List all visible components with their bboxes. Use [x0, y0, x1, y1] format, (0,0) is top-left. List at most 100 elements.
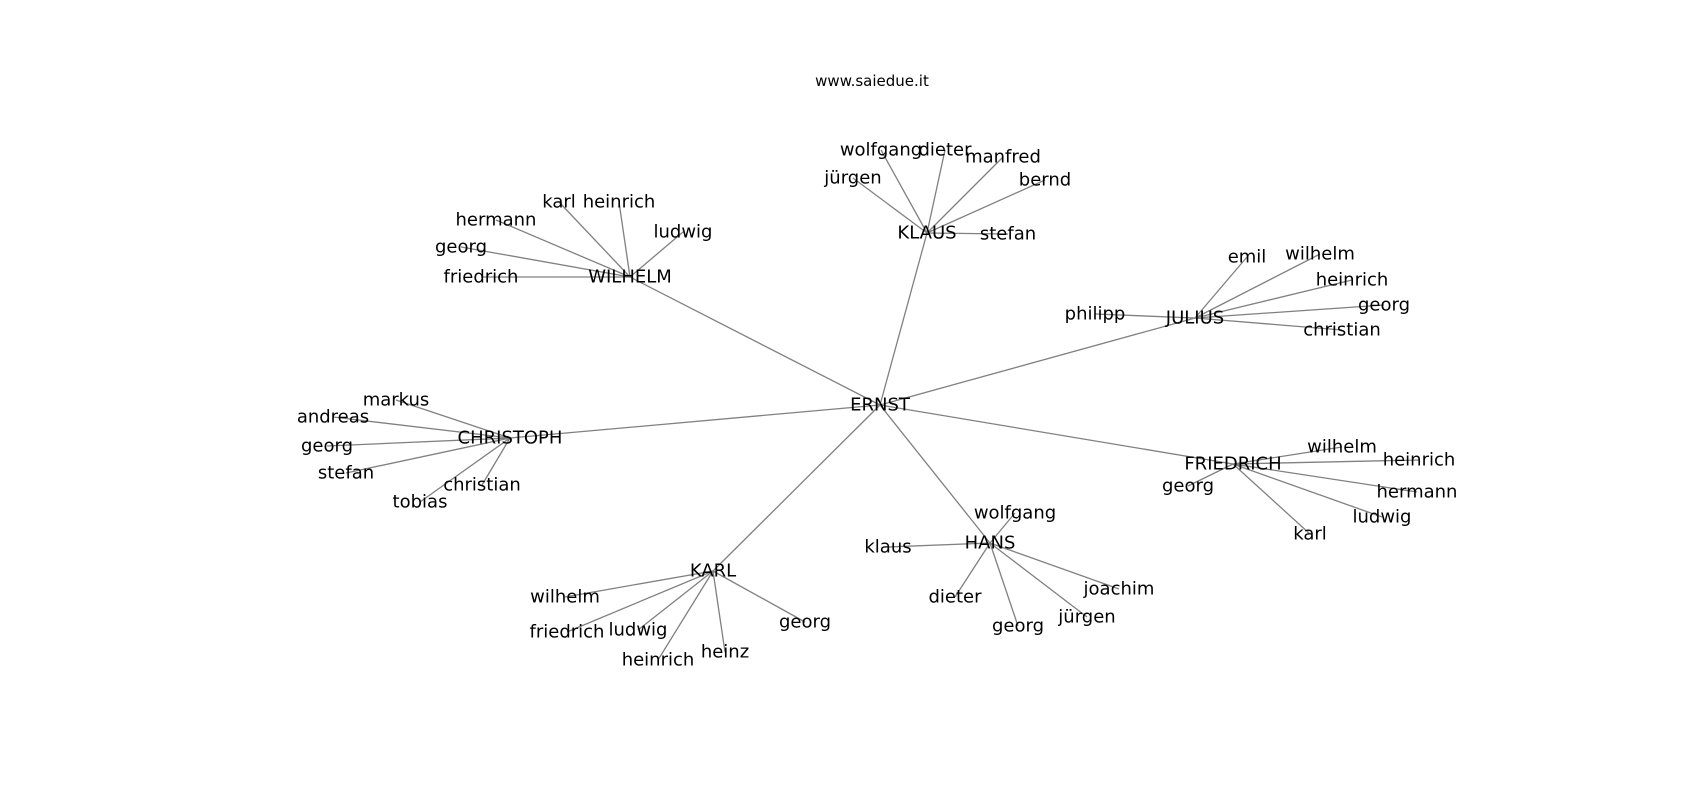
edge-christoph-andreas	[332, 416, 511, 439]
edge-friedrich-heinrich	[1232, 459, 1420, 465]
leaf-node-julius-christian: christian	[1303, 320, 1381, 341]
edge-hans-klaus	[887, 542, 991, 548]
leaf-node-hans-dieter: dieter	[928, 587, 982, 608]
edge-julius-wilhelm	[1194, 253, 1321, 319]
edge-klaus-manfred	[926, 156, 1004, 234]
edge-wilhelm-hermann	[495, 219, 631, 278]
leaf-node-hans-joachim: joachim	[1083, 579, 1155, 600]
leaf-node-julius-heinrich: heinrich	[1316, 270, 1389, 291]
leaf-node-klaus-jurgen: jürgen	[823, 168, 881, 189]
leaf-node-christoph-tobias: tobias	[393, 492, 448, 513]
leaf-node-christoph-andreas: andreas	[297, 407, 369, 428]
leaf-node-karl-heinz: heinz	[701, 642, 749, 663]
edge-karl-friedrich	[566, 570, 714, 633]
leaf-node-friedrich-karl: karl	[1293, 524, 1327, 545]
edge-hans-jurgen	[989, 542, 1088, 618]
edge-julius-philipp	[1094, 313, 1196, 319]
edge-christoph-christian	[481, 437, 511, 486]
edge-karl-wilhelm	[564, 570, 714, 598]
center-node-label: ERNST	[850, 395, 911, 416]
leaf-node-wilhelm-ludwig: ludwig	[654, 222, 713, 243]
edge-hans-dieter	[954, 542, 991, 598]
leaf-node-klaus-stefan: stefan	[980, 224, 1036, 245]
leaf-node-hans-klaus: klaus	[864, 537, 911, 558]
leaf-node-karl-wilhelm: wilhelm	[530, 587, 600, 608]
edge-christoph-tobias	[419, 437, 511, 503]
edge-karl-heinrich	[657, 570, 714, 661]
leaf-node-hans-georg: georg	[992, 616, 1044, 637]
edge-karl-ludwig	[637, 570, 714, 631]
leaf-node-karl-georg: georg	[779, 612, 831, 633]
edge-ernst-hans	[879, 404, 991, 544]
hub-node-karl: KARL	[690, 561, 736, 582]
edge-karl-georg	[712, 570, 806, 623]
leaf-node-christoph-markus: markus	[363, 390, 430, 411]
edge-ernst-klaus	[879, 232, 928, 406]
leaf-node-friedrich-wilhelm: wilhelm	[1307, 437, 1377, 458]
edge-ernst-friedrich	[879, 404, 1234, 465]
edge-klaus-stefan	[926, 232, 1009, 235]
edge-julius-christian	[1194, 317, 1343, 331]
leaf-node-klaus-manfred: manfred	[965, 147, 1041, 168]
leaf-node-friedrich-georg: georg	[1162, 476, 1214, 497]
leaf-node-wilhelm-karl: karl	[542, 192, 576, 213]
edge-julius-georg	[1194, 304, 1385, 319]
edge-hans-wolfgang	[989, 512, 1016, 544]
edge-christoph-markus	[395, 399, 511, 439]
leaf-node-klaus-wolfgang: wolfgang	[840, 140, 922, 161]
leaf-node-wilhelm-hermann: hermann	[456, 210, 537, 231]
edge-klaus-bernd	[926, 179, 1046, 234]
edge-friedrich-georg	[1187, 463, 1234, 487]
leaf-node-karl-heinrich: heinrich	[622, 650, 695, 671]
leaf-node-friedrich-heinrich: heinrich	[1383, 450, 1456, 471]
edge-christoph-georg	[326, 437, 511, 447]
graph-labels: ERNSTKLAUSwolfgangdietermanfredberndjürg…	[297, 140, 1458, 671]
leaf-node-wilhelm-friedrich: friedrich	[444, 267, 519, 288]
leaf-node-julius-emil: emil	[1228, 247, 1267, 268]
edge-ernst-julius	[879, 317, 1196, 406]
hub-node-friedrich: FRIEDRICH	[1184, 454, 1281, 475]
edge-julius-heinrich	[1194, 279, 1353, 319]
edge-klaus-dieter	[926, 149, 946, 234]
leaf-node-karl-friedrich: friedrich	[530, 622, 605, 643]
hub-node-julius: JULIUS	[1165, 308, 1224, 329]
site-watermark: www.saiedue.it	[815, 72, 929, 90]
leaf-node-julius-wilhelm: wilhelm	[1285, 244, 1355, 265]
leaf-node-friedrich-ludwig: ludwig	[1353, 507, 1412, 528]
edge-friedrich-karl	[1232, 463, 1311, 535]
edge-wilhelm-ludwig	[629, 231, 684, 278]
hub-node-klaus: KLAUS	[897, 223, 956, 244]
edge-hans-georg	[989, 542, 1019, 627]
leaf-node-hans-wolfgang: wolfgang	[974, 503, 1056, 524]
edge-ernst-christoph	[509, 404, 881, 439]
hub-node-wilhelm: WILHELM	[588, 267, 672, 288]
edge-friedrich-ludwig	[1232, 463, 1383, 518]
edge-wilhelm-georg	[460, 246, 631, 278]
leaf-node-christoph-georg: georg	[301, 436, 353, 457]
edge-julius-emil	[1194, 256, 1248, 319]
hub-node-christoph: CHRISTOPH	[458, 428, 563, 449]
edge-christoph-stefan	[345, 437, 511, 474]
leaf-node-julius-philipp: philipp	[1065, 304, 1126, 325]
leaf-node-klaus-dieter: dieter	[918, 140, 972, 161]
leaf-node-christoph-christian: christian	[443, 475, 521, 496]
edge-friedrich-wilhelm	[1232, 446, 1343, 465]
leaf-node-julius-georg: georg	[1358, 295, 1410, 316]
leaf-node-wilhelm-heinrich: heinrich	[583, 192, 656, 213]
edge-wilhelm-heinrich	[618, 201, 631, 278]
leaf-node-friedrich-hermann: hermann	[1377, 482, 1458, 503]
edge-ernst-wilhelm	[629, 276, 881, 406]
edge-wilhelm-karl	[558, 201, 631, 278]
edge-karl-heinz	[712, 570, 726, 653]
edge-friedrich-hermann	[1232, 463, 1418, 493]
leaf-node-karl-ludwig: ludwig	[609, 620, 668, 641]
graph-edges	[326, 149, 1420, 661]
edge-klaus-jurgen	[852, 177, 928, 234]
hub-node-hans: HANS	[965, 533, 1016, 554]
edge-ernst-karl	[712, 404, 881, 572]
edge-klaus-wolfgang	[880, 149, 928, 234]
leaf-node-christoph-stefan: stefan	[318, 463, 374, 484]
edge-hans-joachim	[989, 542, 1120, 590]
leaf-node-klaus-bernd: bernd	[1019, 170, 1071, 191]
